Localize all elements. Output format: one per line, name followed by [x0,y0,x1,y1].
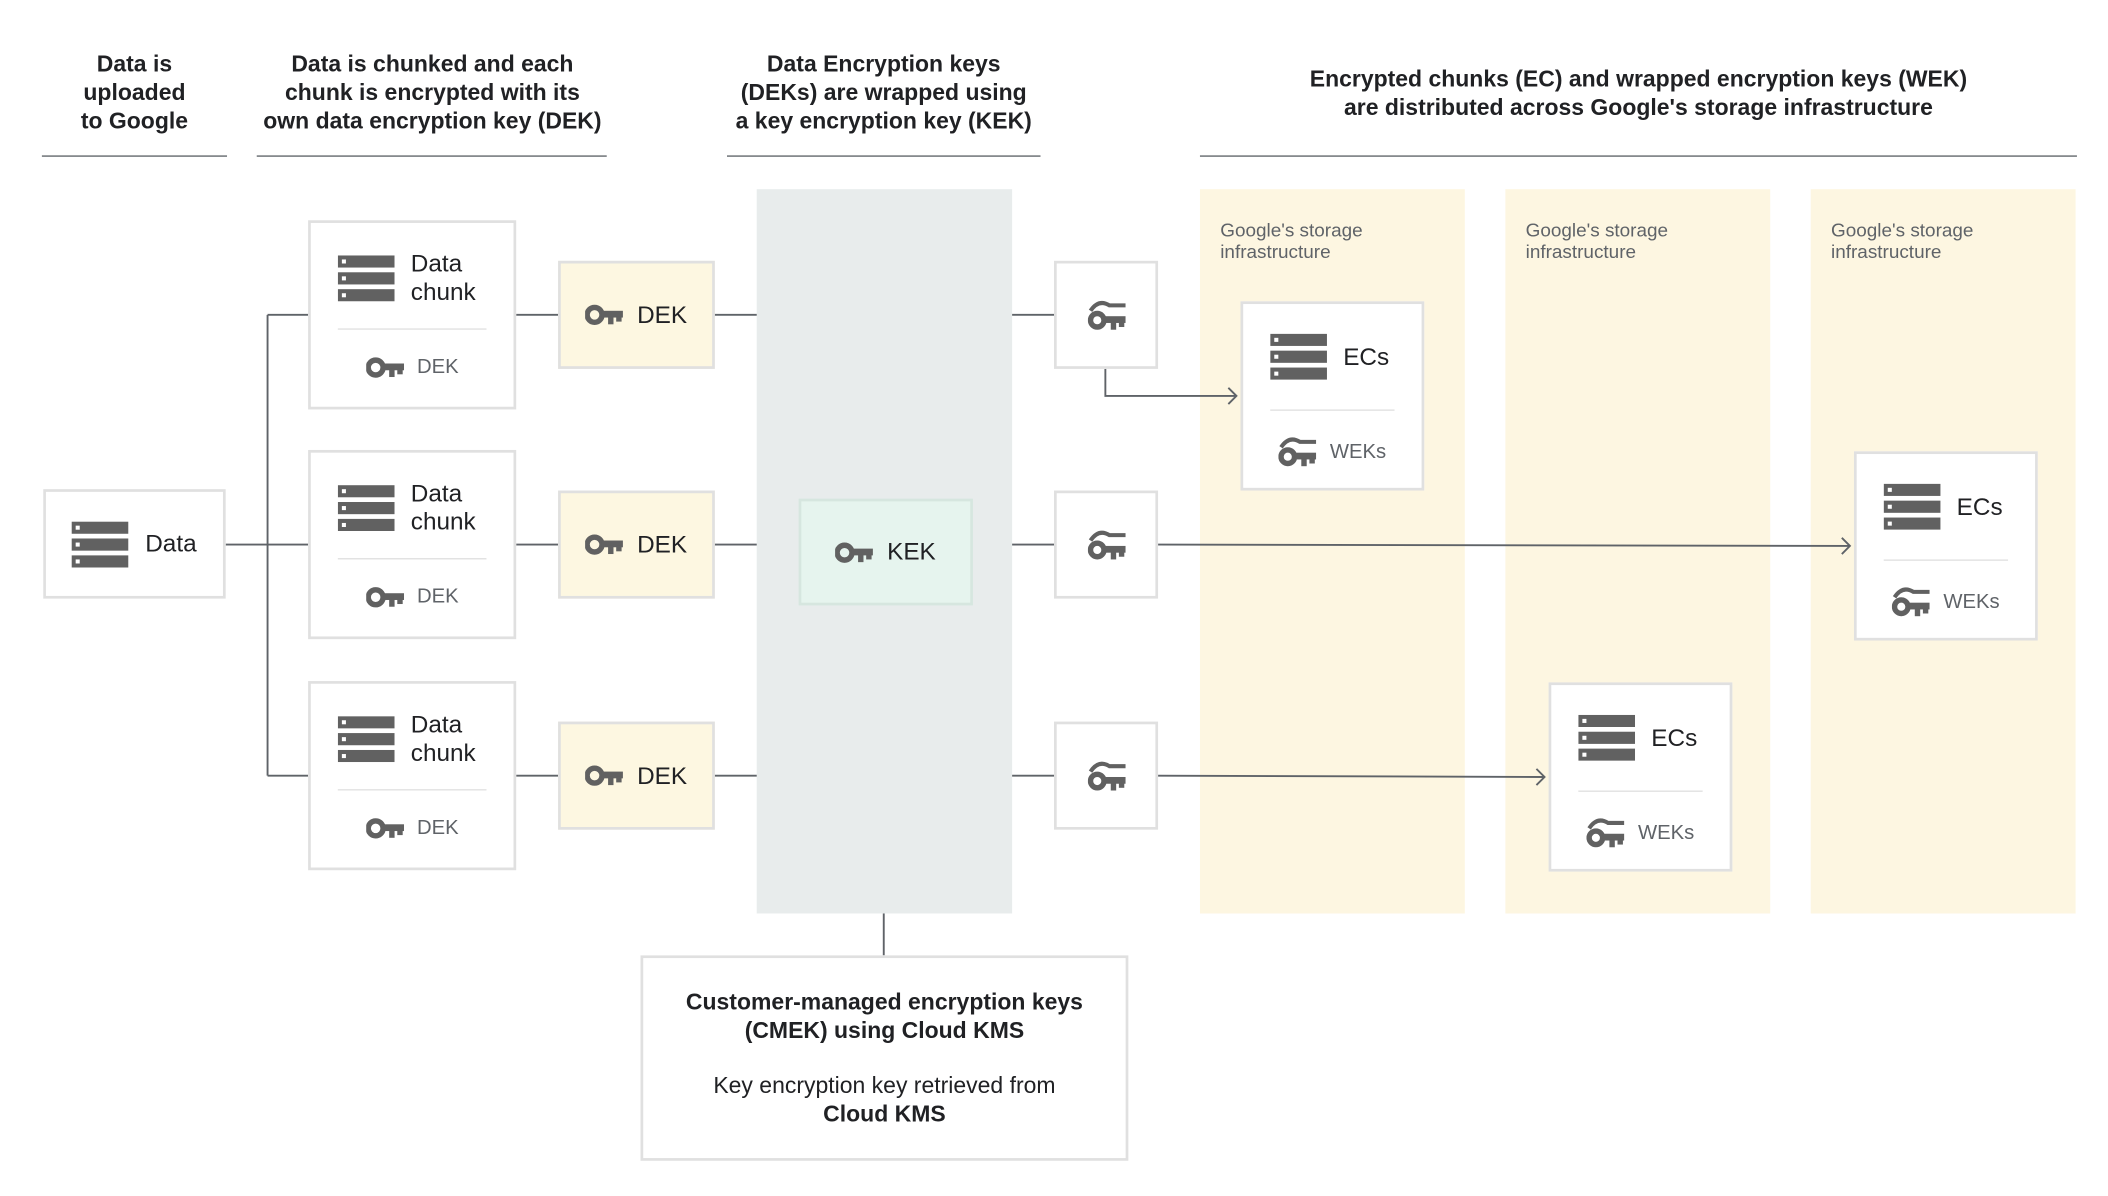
ec-box: ECs WEKs [1240,301,1425,491]
storage-icon [1884,484,1941,530]
arrow-to-storage-3 [1156,543,1850,547]
header-wrap: Data Encryption keys (DEKs) are wrapped … [735,51,1032,134]
divider [1883,559,2009,561]
header-rule [726,155,1041,157]
header-chunk: Data is chunked and each chunk is encryp… [263,51,602,134]
kek-box: KEK [798,498,973,606]
key-icon [366,586,404,608]
wek-label: WEKs [1943,589,2000,613]
storage-icon [338,485,395,531]
storage-label: Google's storage infrastructure [1220,218,1363,263]
storage-icon [338,716,395,762]
cmek-line2: Cloud KMS [823,1101,946,1127]
storage-icon [1270,334,1327,380]
key-icon [586,304,624,326]
wrapped-key-icon [1087,299,1125,331]
key-icon [836,541,874,563]
wek-label: WEKs [1329,439,1387,463]
wrapped-key-box [1054,721,1159,830]
data-chunk-box: Data chunk DEK [308,220,517,410]
header-rule [41,155,228,157]
wrapped-key-icon [1087,528,1125,560]
ec-label: ECs [1651,723,1698,751]
ec-label: ECs [1956,492,2003,520]
wrapped-key-icon [1587,816,1625,848]
dek-box: DEK [558,490,715,599]
chunk-label: Data chunk [410,249,476,306]
dek-box: DEK [558,721,715,830]
cmek-title: Customer-managed encryption keys (CMEK) … [685,989,1083,1044]
ec-label: ECs [1343,342,1390,370]
arrow-to-storage-1 [1104,367,1237,397]
cmek-line1: Key encryption key retrieved from [713,1072,1056,1099]
divider [337,789,487,791]
dek-label: DEK [637,530,688,558]
storage-label: Google's storage infrastructure [1525,218,1669,263]
storage-icon [72,521,129,567]
data-chunk-box: Data chunk DEK [308,449,517,640]
key-icon [586,765,624,787]
wrapped-key-box [1054,260,1159,369]
header-rule [1199,155,2077,157]
wrapped-key-icon [1892,585,1930,617]
data-chunk-box: Data chunk DEK [308,681,517,871]
wrapped-key-box [1054,490,1159,599]
cmek-box: Customer-managed encryption keys (CMEK) … [640,955,1129,1161]
data-label: Data [145,529,197,557]
chunk-label: Data chunk [410,479,476,536]
divider [337,328,487,330]
wrapped-key-icon [1279,435,1317,467]
key-icon [586,534,624,556]
arrow-to-storage-2 [1156,774,1545,778]
wek-label: WEKs [1637,820,1695,844]
divider [337,558,487,560]
kek-label: KEK [887,537,936,565]
wrapped-key-icon [1087,759,1125,791]
storage-icon [1578,715,1635,761]
dek-label: DEK [637,761,688,789]
ec-box: ECs WEKs [1548,682,1733,872]
data-box: Data [43,489,226,599]
chunk-key-label: DEK [416,816,459,840]
chunk-key-label: DEK [416,355,459,379]
chunk-label: Data chunk [410,710,476,767]
storage-label: Google's storage infrastructure [1831,218,1974,263]
ec-box: ECs WEKs [1853,451,2038,641]
chunk-key-label: DEK [416,585,459,609]
key-icon [366,817,404,839]
divider [1270,409,1395,411]
storage-icon [338,255,395,301]
header-upload: Data is uploaded to Google [80,51,189,134]
dek-box: DEK [558,260,715,369]
header-distribute: Encrypted chunks (EC) and wrapped encryp… [1309,66,1968,121]
header-rule [256,155,607,157]
divider [1578,790,1703,792]
dek-label: DEK [637,300,688,328]
key-icon [366,356,404,378]
